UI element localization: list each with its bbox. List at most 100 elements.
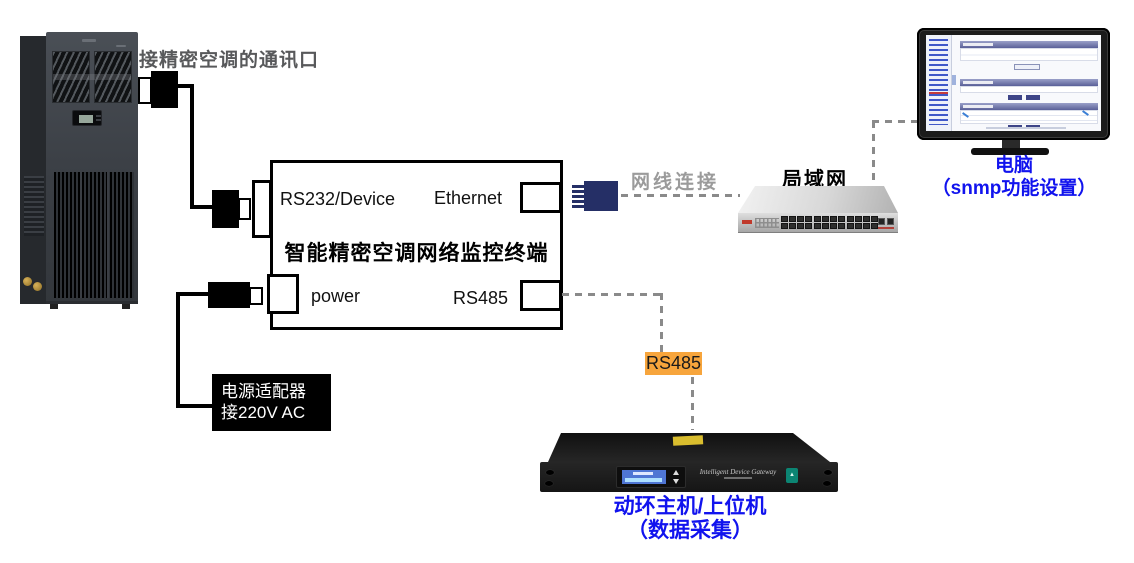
air-conditioner-unit bbox=[20, 30, 138, 310]
serial-plug-icon bbox=[151, 71, 178, 108]
ac-valve-icon bbox=[33, 282, 42, 291]
ac-grille-band bbox=[53, 74, 131, 80]
screen-sidebar-active-link bbox=[929, 92, 948, 94]
gateway-title: 动环主机/上位机 bbox=[613, 495, 767, 518]
gateway-front-panel: Intelligent Device Gateway ▲ bbox=[540, 462, 838, 492]
screen-form-row bbox=[960, 86, 1098, 93]
ac-control-display bbox=[72, 110, 102, 126]
power-plug-tip-icon bbox=[249, 287, 263, 305]
screen-button bbox=[1008, 95, 1022, 100]
ac-foot bbox=[122, 304, 130, 309]
serial-cable-segment bbox=[190, 205, 213, 209]
screen-sidebar-handle bbox=[952, 75, 956, 85]
serial-plug-icon bbox=[212, 190, 239, 228]
ac-grille-separator bbox=[80, 172, 82, 298]
gateway-device: Intelligent Device Gateway ▲ bbox=[540, 428, 838, 494]
gateway-caption: 动环主机/上位机 （数据采集） bbox=[540, 495, 840, 543]
screen-section-header bbox=[960, 79, 1098, 86]
rs232-port-label: RS232/Device bbox=[280, 189, 396, 209]
switch-logo bbox=[742, 220, 752, 224]
switch-model-text bbox=[878, 227, 894, 231]
monitor-stand-base bbox=[971, 148, 1049, 155]
ac-lcd-screen bbox=[79, 115, 93, 123]
screen-form-rows bbox=[960, 48, 1098, 61]
lan-label: 局域网 bbox=[782, 169, 848, 191]
screen-main-area bbox=[956, 35, 1101, 131]
switch-sfp-port bbox=[878, 218, 885, 225]
power-cable-segment bbox=[176, 404, 213, 408]
gateway-lcd-text-line bbox=[633, 472, 653, 475]
monitor-stand-neck bbox=[1002, 140, 1020, 149]
gateway-brand-block: Intelligent Device Gateway bbox=[698, 468, 778, 479]
ac-bottom-grille bbox=[54, 172, 134, 298]
ac-foot bbox=[50, 304, 58, 309]
ac-side-vent bbox=[24, 176, 44, 236]
gateway-brand-text: Intelligent Device Gateway bbox=[699, 468, 777, 476]
rack-ear-hole bbox=[823, 481, 831, 486]
serial-plug-tip-icon bbox=[238, 198, 251, 220]
gateway-logo-badge: ▲ bbox=[786, 468, 798, 483]
computer-monitor bbox=[917, 28, 1110, 140]
screen-sidebar bbox=[926, 35, 952, 131]
computer-title: 电脑 bbox=[994, 155, 1033, 176]
power-adapter-box: 电源适配器 接220V AC bbox=[212, 374, 331, 431]
computer-subtitle: （snmp功能设置） bbox=[931, 178, 1097, 199]
screen-section-header bbox=[960, 41, 1098, 48]
terminal-ethernet-port bbox=[520, 182, 562, 213]
rack-ear-hole bbox=[824, 470, 832, 475]
ac-grille-separator bbox=[107, 172, 109, 298]
ac-valve-icon bbox=[23, 277, 32, 286]
power-cable-segment bbox=[176, 292, 180, 408]
ac-top-grille-left bbox=[52, 51, 90, 103]
power-adapter-line1: 电源适配器 bbox=[221, 382, 306, 401]
screen-table bbox=[960, 110, 1098, 124]
ac-top-grille-right bbox=[94, 51, 132, 103]
terminal-title: 智能精密空调网络监控终端 bbox=[284, 241, 549, 265]
power-plug-icon bbox=[208, 282, 250, 308]
rj45-connector-icon bbox=[584, 181, 618, 211]
terminal-rs232-port bbox=[252, 180, 272, 238]
ac-brand-mark bbox=[82, 39, 96, 42]
lan-to-pc-dashed-line-h bbox=[872, 120, 919, 123]
ac-side-panel bbox=[20, 36, 48, 304]
terminal-power-port bbox=[267, 274, 299, 314]
screen-section-header bbox=[960, 103, 1098, 110]
screen-sidebar-links bbox=[929, 39, 948, 125]
screen-footer-text bbox=[986, 127, 1066, 129]
ac-brand-mark-2 bbox=[116, 45, 126, 47]
lan-to-pc-dashed-line-v bbox=[872, 121, 875, 186]
ethernet-cable-label: 网线连接 bbox=[631, 172, 720, 193]
switch-led-field bbox=[755, 218, 779, 228]
rj45-teeth-icon bbox=[572, 185, 585, 208]
rs485-tag: RS485 bbox=[645, 352, 702, 375]
gateway-subtitle: （数据采集） bbox=[627, 519, 753, 542]
rack-ear-hole bbox=[545, 481, 553, 486]
serial-plug-socket-icon bbox=[138, 77, 152, 104]
terminal-rs485-port bbox=[520, 280, 562, 311]
ac-display-buttons bbox=[96, 115, 101, 123]
switch-front-face bbox=[738, 213, 898, 233]
rack-ear-hole bbox=[546, 470, 554, 475]
gateway-brand-subtext bbox=[724, 477, 752, 479]
monitor-screen bbox=[926, 35, 1101, 131]
switch-sfp-port bbox=[887, 218, 894, 225]
power-cable-segment bbox=[176, 292, 208, 296]
lan-switch bbox=[738, 186, 900, 234]
rs485-dashed-line-h bbox=[562, 293, 663, 296]
lcd-down-button-icon bbox=[673, 479, 679, 484]
serial-cable-segment bbox=[190, 84, 194, 209]
switch-port-group bbox=[814, 216, 845, 229]
ac-comm-port-label: 接精密空调的通讯口 bbox=[139, 50, 320, 71]
power-port-label: power bbox=[311, 286, 361, 306]
ethernet-port-label: Ethernet bbox=[434, 188, 503, 208]
rs485-dashed-line-v1 bbox=[660, 293, 663, 353]
screen-button bbox=[1014, 64, 1040, 70]
switch-top-face bbox=[738, 186, 898, 213]
switch-port-group bbox=[781, 216, 812, 229]
gateway-sticker bbox=[672, 435, 704, 446]
gateway-lcd-text-line bbox=[625, 478, 662, 482]
gateway-top-face bbox=[548, 433, 830, 462]
switch-port-group bbox=[847, 216, 878, 229]
gateway-lcd-screen bbox=[622, 470, 666, 484]
